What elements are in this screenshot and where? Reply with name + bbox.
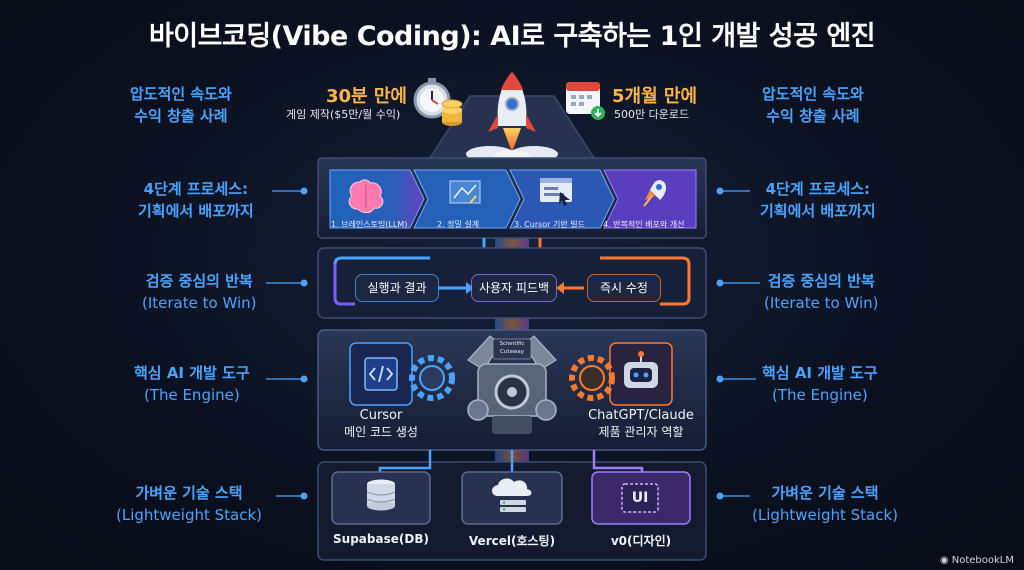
side-label-engine-right: 핵심 AI 개발 도구 (The Engine) <box>762 364 878 404</box>
coins-icon <box>441 99 463 126</box>
notebooklm-watermark: ◉ NotebookLM <box>939 555 1014 566</box>
step-label-3: 3. Cursor 기반 빌드 <box>514 220 585 229</box>
side-label-process-left: 4단계 프로세스: 기획에서 배포까지 <box>138 180 254 220</box>
database-icon <box>366 479 396 511</box>
cloud-server-icon <box>492 478 532 512</box>
step-label-1: 1. 브레인스토밍(LLM) <box>331 220 408 229</box>
loop-run-result: 실행과 결과 <box>356 275 438 301</box>
side-label-engine-left: 핵심 AI 개발 도구 (The Engine) <box>134 364 250 404</box>
side-label-iterate-right: 검증 중심의 반복 (Iterate to Win) <box>764 272 879 312</box>
scientific-cutaway-sign: Scientific Cutaway <box>499 341 525 355</box>
step-label-4: 4. 반복적인 배포와 개선 <box>603 220 685 229</box>
code-icon <box>364 357 398 391</box>
blueprint-icon <box>449 180 481 204</box>
side-label-speed-left: 압도적인 속도와 수익 창출 사례 <box>130 85 232 125</box>
page-title: 바이브코딩(Vibe Coding): AI로 구축하는 1인 개발 성공 엔진 <box>148 21 876 52</box>
brain-icon <box>348 179 384 214</box>
chatgpt-claude-tool-label: ChatGPT/Claude 제품 관리자 역할 <box>588 408 694 439</box>
stack-label-supabase: Supabase(DB) <box>333 532 429 546</box>
stat-left-headline: 30분 만에 <box>326 86 407 107</box>
gear-icon <box>409 355 615 401</box>
stack-label-v0: v0(디자인) <box>610 534 672 548</box>
ui-badge: UI <box>631 490 649 506</box>
browser-icon <box>540 178 572 206</box>
loop-user-feedback: 사용자 피드백 <box>472 275 556 301</box>
side-label-process-right: 4단계 프로세스: 기획에서 배포까지 <box>760 180 876 220</box>
cursor-tool-label: Cursor 메인 코드 생성 <box>344 408 418 439</box>
engine-block-icon <box>467 335 557 434</box>
loop-instant-fix: 즉시 수정 <box>588 275 660 301</box>
step-label-2: 2. 정밀 설계 <box>437 220 480 229</box>
small-rocket-icon <box>643 180 666 207</box>
stat-right-headline: 5개월 만에 <box>612 86 698 107</box>
side-label-stack-right: 가벼운 기술 스택 (Lightweight Stack) <box>752 484 899 524</box>
stat-left-detail: 게임 제작($5만/월 수익) <box>286 108 401 121</box>
calendar-icon <box>566 82 605 120</box>
side-label-speed-right: 압도적인 속도와 수익 창출 사례 <box>762 85 864 125</box>
side-label-stack-left: 가벼운 기술 스택 (Lightweight Stack) <box>116 484 263 524</box>
side-label-iterate-left: 검증 중심의 반복 (Iterate to Win) <box>142 272 257 312</box>
robot-icon <box>624 351 658 388</box>
stack-label-vercel: Vercel(호스팅) <box>468 534 556 548</box>
stopwatch-icon <box>413 78 451 119</box>
stat-right-detail: 500만 다운로드 <box>614 108 690 121</box>
notebooklm-logo-icon: ◉ <box>939 555 949 566</box>
ui-design-icon <box>621 483 659 513</box>
